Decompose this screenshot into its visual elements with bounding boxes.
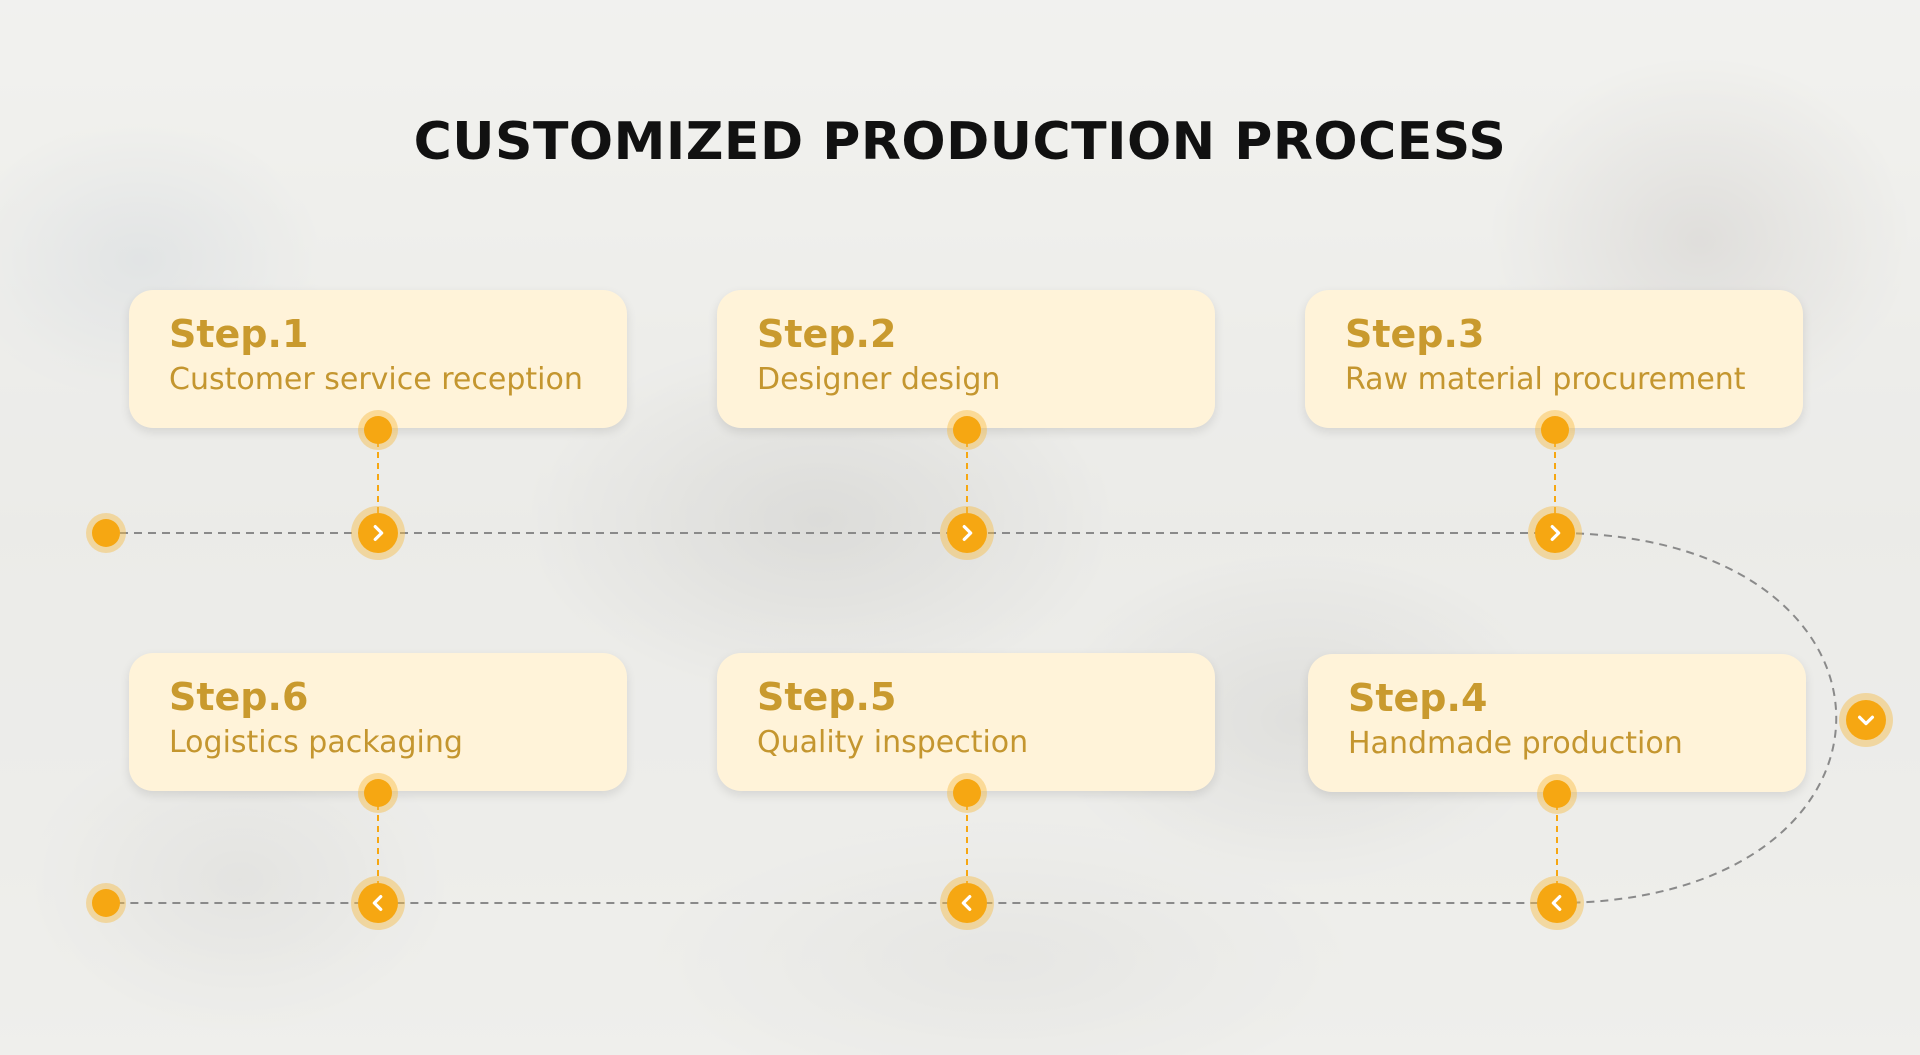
step-1-text: Customer service reception [169, 362, 583, 397]
page-title: CUSTOMIZED PRODUCTION PROCESS [413, 112, 1507, 172]
step-card-3: Step.3 Raw material procurement [1305, 290, 1803, 428]
chevron-down-icon [1846, 700, 1886, 740]
step-3-anchor-dot [1541, 416, 1569, 444]
step-5-text: Quality inspection [757, 725, 1029, 760]
step-3-label: Step.3 [1345, 312, 1485, 356]
step-card-4: Step.4 Handmade production [1308, 654, 1806, 792]
step-2-label: Step.2 [757, 312, 897, 356]
step-4-label: Step.4 [1348, 676, 1488, 720]
step-4-anchor-dot [1543, 780, 1571, 808]
step-5-label: Step.5 [757, 675, 897, 719]
step-card-2: Step.2 Designer design [717, 290, 1215, 428]
step-2-text: Designer design [757, 362, 1001, 397]
step-5-anchor-dot [953, 779, 981, 807]
chevron-right-icon [358, 513, 398, 553]
chevron-right-icon [947, 513, 987, 553]
step-4-text: Handmade production [1348, 726, 1683, 761]
step-2-anchor-dot [953, 416, 981, 444]
timeline-end-dot [92, 889, 120, 917]
step-card-5: Step.5 Quality inspection [717, 653, 1215, 791]
step-card-6: Step.6 Logistics packaging [129, 653, 627, 791]
step-1-anchor-dot [364, 416, 392, 444]
chevron-left-icon [1537, 883, 1577, 923]
timeline-start-dot [92, 519, 120, 547]
chevron-right-icon [1535, 513, 1575, 553]
step-6-label: Step.6 [169, 675, 309, 719]
step-1-label: Step.1 [169, 312, 309, 356]
chevron-left-icon [947, 883, 987, 923]
timeline-path [106, 532, 1838, 904]
step-6-text: Logistics packaging [169, 725, 463, 760]
step-6-anchor-dot [364, 779, 392, 807]
step-3-text: Raw material procurement [1345, 362, 1746, 397]
chevron-left-icon [358, 883, 398, 923]
step-card-1: Step.1 Customer service reception [129, 290, 627, 428]
